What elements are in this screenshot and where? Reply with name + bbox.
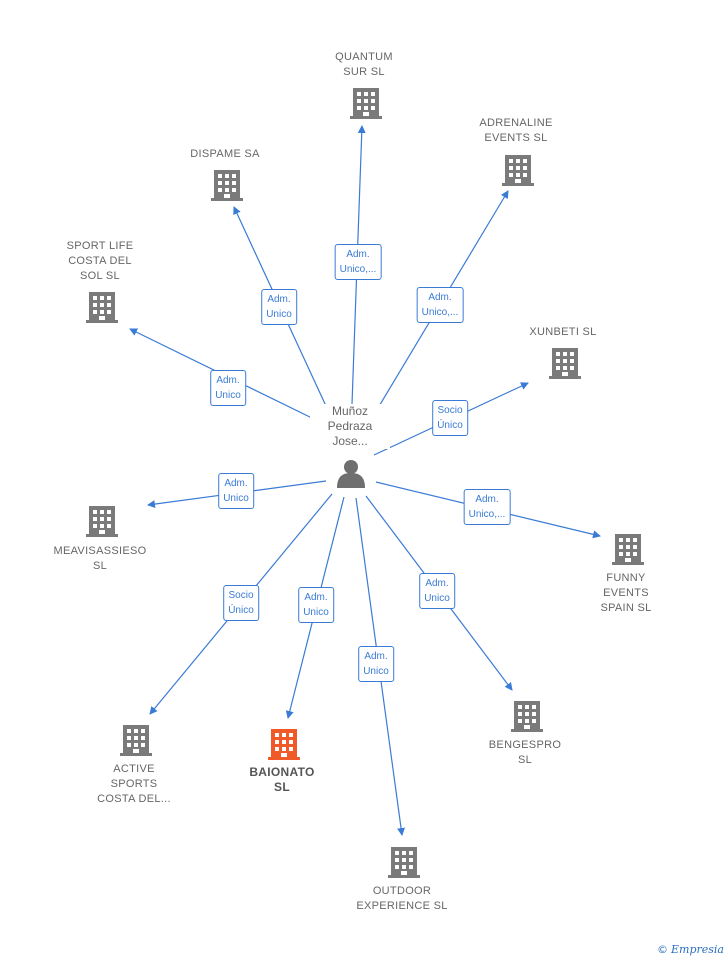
relation-label-meavisassieso[interactable]: Adm. Unico: [218, 473, 254, 509]
person-icon: [344, 460, 358, 474]
relation-label-active[interactable]: Socio Único: [223, 585, 259, 621]
company-label-quantum[interactable]: QUANTUM SUR SL: [335, 51, 393, 78]
copyright-icon: ©: [657, 943, 668, 956]
building-icon[interactable]: [388, 847, 420, 878]
building-icon[interactable]: [86, 506, 118, 537]
company-label-funny[interactable]: FUNNY EVENTS SPAIN SL: [600, 572, 652, 614]
footer-brand: ©Empresia: [657, 943, 724, 956]
relation-label-baionato[interactable]: Adm. Unico: [298, 587, 334, 623]
building-icon[interactable]: [211, 170, 243, 201]
relation-label-quantum[interactable]: Adm. Unico,...: [334, 244, 382, 280]
relation-label-bengespro[interactable]: Adm. Unico: [419, 573, 455, 609]
building-icon[interactable]: [511, 701, 543, 732]
relation-label-dispame[interactable]: Adm. Unico: [261, 289, 297, 325]
building-icon[interactable]: [612, 534, 644, 565]
person-node[interactable]: [337, 460, 365, 488]
building-icon[interactable]: [350, 88, 382, 119]
building-icon[interactable]: [549, 348, 581, 379]
company-label-meavisassieso[interactable]: MEAVISASSIESO SL: [53, 545, 147, 572]
relation-label-outdoor[interactable]: Adm. Unico: [358, 646, 394, 682]
building-icon[interactable]: [268, 729, 300, 760]
relation-label-funny[interactable]: Adm. Unico,...: [463, 489, 511, 525]
company-label-outdoor[interactable]: OUTDOOR EXPERIENCE SL: [356, 885, 448, 912]
company-label-xunbeti[interactable]: XUNBETI SL: [529, 326, 597, 338]
relation-label-adrenaline[interactable]: Adm. Unico,...: [416, 287, 464, 323]
building-icon[interactable]: [120, 725, 152, 756]
building-icon[interactable]: [502, 155, 534, 186]
company-label-dispame[interactable]: DISPAME SA: [190, 148, 260, 160]
company-label-active[interactable]: ACTIVE SPORTS COSTA DEL...: [97, 763, 171, 805]
relation-label-xunbeti[interactable]: Socio Único: [432, 400, 468, 436]
company-label-baionato[interactable]: BAIONATO SL: [249, 765, 315, 794]
brand-logo-text: Empresia: [671, 943, 724, 956]
company-label-adrenaline[interactable]: ADRENALINE EVENTS SL: [479, 117, 553, 144]
relation-label-sportlife[interactable]: Adm. Unico: [210, 370, 246, 406]
company-label-sportlife[interactable]: SPORT LIFE COSTA DEL SOL SL: [66, 240, 134, 282]
person-name[interactable]: Muñoz Pedraza Jose...: [310, 404, 390, 449]
company-label-bengespro[interactable]: BENGESPRO SL: [488, 739, 562, 766]
building-icon[interactable]: [86, 292, 118, 323]
